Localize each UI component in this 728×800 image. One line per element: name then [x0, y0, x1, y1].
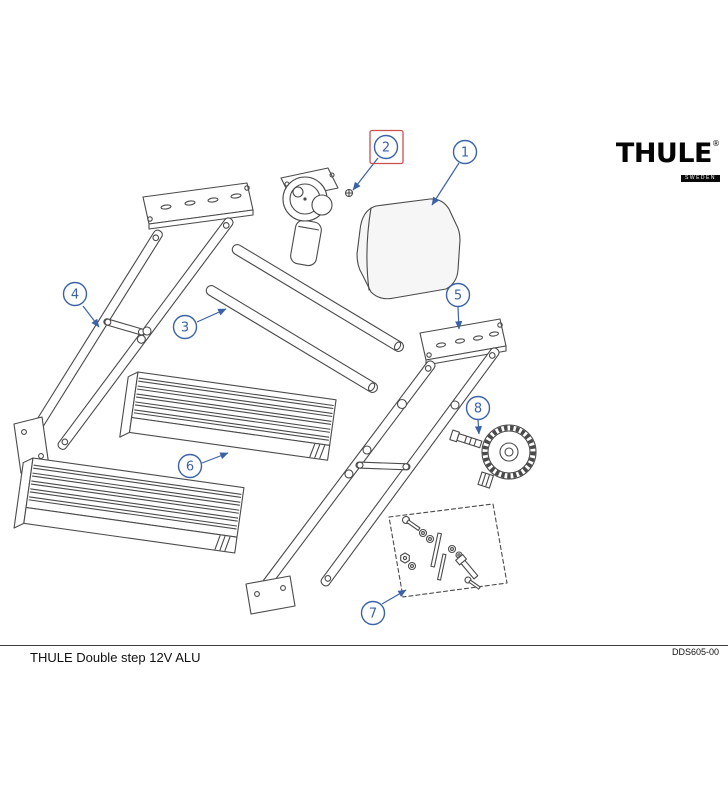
motor-drawing [280, 167, 354, 267]
callout-7-label: 7 [369, 607, 377, 622]
callout-5[interactable]: 5 [445, 282, 471, 308]
thule-logo-sub: SWEDEN [681, 175, 720, 182]
callout-5-label: 5 [454, 289, 462, 304]
callout-7-arrow [381, 589, 407, 605]
diagram-title: THULE Double step 12V ALU [30, 650, 201, 665]
callout-5-arrow [455, 306, 463, 330]
callout-2-arrow [352, 157, 379, 191]
registered-mark-icon: ® [712, 139, 720, 148]
callout-3[interactable]: 3 [172, 314, 198, 340]
callout-3-label: 3 [181, 321, 189, 336]
callout-2-highlight [369, 129, 404, 165]
callout-6-label: 6 [186, 460, 194, 475]
callout-2[interactable]: 2 [373, 134, 399, 160]
callout-8[interactable]: 8 [465, 395, 491, 421]
callout-4-label: 4 [71, 288, 79, 303]
callout-7[interactable]: 7 [360, 600, 386, 626]
callout-6-arrow [201, 452, 229, 464]
callout-4[interactable]: 4 [62, 281, 88, 307]
callout-8-label: 8 [474, 402, 482, 417]
callout-8-arrow [474, 419, 483, 435]
callout-2-label: 2 [382, 141, 390, 156]
hardware-kit-drawing [388, 503, 508, 598]
callout-1[interactable]: 1 [452, 139, 478, 165]
lower-step-drawing [13, 457, 245, 554]
footer-divider [0, 645, 728, 646]
right-arm-drawing [245, 318, 507, 615]
tube-drawing [205, 244, 404, 393]
thule-logo-text: THULE [615, 138, 713, 169]
callout-3-arrow [196, 308, 227, 323]
left-arm-drawing [13, 182, 254, 474]
upper-step-drawing [119, 371, 337, 461]
callout-1-label: 1 [461, 146, 469, 161]
thule-logo: THULE® SWEDEN [616, 140, 720, 183]
callout-6[interactable]: 6 [177, 453, 203, 479]
callout-4-arrow [82, 305, 100, 328]
cover-drawing [356, 198, 461, 300]
gear-drawing [449, 424, 537, 489]
part-number: DDS605-00 [671, 646, 719, 657]
callout-1-arrow [431, 162, 460, 206]
